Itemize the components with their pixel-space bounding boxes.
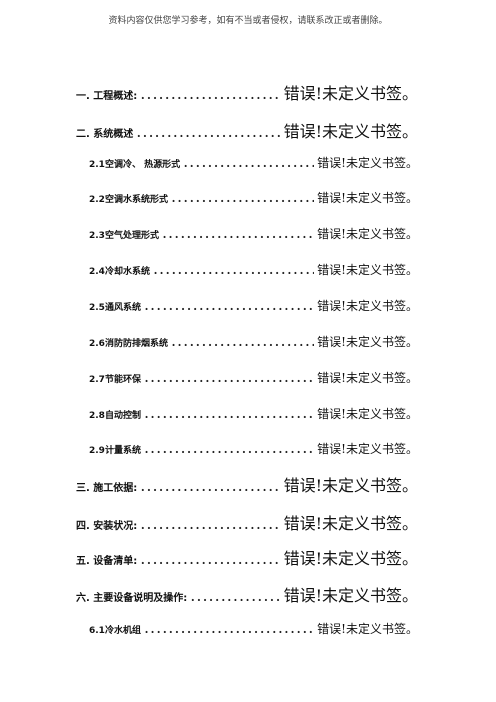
toc-leader-dots [144,438,314,457]
toc-entry-label: 2.5通风系统 [89,303,141,313]
toc-entry-label: 2.1空调冷、 热源形式 [89,160,181,170]
toc-entry-label: 六. 主要设备说明及操作: [76,593,188,604]
toc-leader-dots [171,187,314,206]
toc-entry-engineering-overview[interactable]: 一. 工程概述: 错误!未定义书签。 [76,80,418,104]
toc-entry-2-1[interactable]: 2.1空调冷、 热源形式 错误!未定义书签。 [89,152,418,171]
toc-leader-dots [183,152,314,171]
toc-entry-system-overview[interactable]: 二. 系统概述 错误!未定义书签。 [76,118,418,142]
toc-leader-dots [144,295,314,314]
toc-leader-dots [136,122,280,141]
toc-entry-ref: 错误!未定义书签。 [317,407,418,421]
toc-entry-ref: 错误!未定义书签。 [317,622,418,636]
toc-entry-ref: 错误!未定义书签。 [317,263,418,277]
toc-entry-label: 6.1冷水机组 [89,626,141,636]
toc-entry-label: 2.4冷却水系统 [89,267,150,277]
page-header-notice: 资料内容仅供您学习参考，如有不当或者侵权，请联系改正或者删除。 [108,16,388,26]
toc-leader-dots [144,367,314,386]
toc-entry-label: 2.9计量系统 [89,446,141,456]
toc-entry-2-3[interactable]: 2.3空气处理形式 错误!未定义书签。 [89,223,418,242]
toc-entry-ref: 错误!未定义书签。 [317,299,418,313]
toc-entry-ref: 错误!未定义书签。 [283,84,418,103]
toc-entry-ref: 错误!未定义书签。 [283,514,418,533]
toc-entry-2-5[interactable]: 2.5通风系统 错误!未定义书签。 [89,295,418,314]
toc-entry-label: 2.3空气处理形式 [89,231,159,241]
toc-entry-equipment-list[interactable]: 五. 设备清单: 错误!未定义书签。 [76,545,418,569]
toc-leader-dots [140,84,280,103]
toc-entry-2-4[interactable]: 2.4冷却水系统 错误!未定义书签。 [89,259,418,278]
toc-leader-dots [140,549,280,568]
toc-leader-dots [171,331,314,350]
toc-entry-label: 二. 系统概述 [76,129,134,140]
toc-entry-ref: 错误!未定义书签。 [283,476,418,495]
toc-entry-ref: 错误!未定义书签。 [283,586,418,605]
toc-entry-label: 三. 施工依据: [76,483,138,494]
toc-entry-2-9[interactable]: 2.9计量系统 错误!未定义书签。 [89,438,418,457]
toc-entry-ref: 错误!未定义书签。 [317,191,418,205]
toc-entry-label: 2.7节能环保 [89,375,141,385]
toc-entry-6-1[interactable]: 6.1冷水机组 错误!未定义书签。 [89,618,418,637]
toc-entry-ref: 错误!未定义书签。 [283,549,418,568]
toc-entry-label: 2.8自动控制 [89,411,141,421]
toc-entry-construction-basis[interactable]: 三. 施工依据: 错误!未定义书签。 [76,472,418,496]
toc-entry-installation-status[interactable]: 四. 安装状况: 错误!未定义书签。 [76,510,418,534]
toc-leader-dots [190,586,280,605]
toc-entry-2-6[interactable]: 2.6消防防排烟系统 错误!未定义书签。 [89,331,418,350]
toc-leader-dots [153,259,314,278]
toc-entry-label: 2.2空调水系统形式 [89,195,168,205]
toc-entry-ref: 错误!未定义书签。 [317,335,418,349]
toc-leader-dots [144,618,314,637]
toc-leader-dots [140,514,280,533]
toc-entry-2-7[interactable]: 2.7节能环保 错误!未定义书签。 [89,367,418,386]
toc-leader-dots [144,403,314,422]
toc-entry-label: 五. 设备清单: [76,556,138,567]
toc-leader-dots [162,223,314,242]
toc-entry-main-equipment[interactable]: 六. 主要设备说明及操作: 错误!未定义书签。 [76,582,418,606]
toc-entry-ref: 错误!未定义书签。 [283,122,418,141]
toc-entry-label: 四. 安装状况: [76,521,138,532]
toc-entry-label: 一. 工程概述: [76,91,138,102]
toc-entry-label: 2.6消防防排烟系统 [89,339,168,349]
toc-entry-ref: 错误!未定义书签。 [317,227,418,241]
toc-leader-dots [140,476,280,495]
toc-entry-2-8[interactable]: 2.8自动控制 错误!未定义书签。 [89,403,418,422]
toc-entry-ref: 错误!未定义书签。 [317,371,418,385]
toc-entry-ref: 错误!未定义书签。 [317,156,418,170]
toc-entry-ref: 错误!未定义书签。 [317,442,418,456]
toc-entry-2-2[interactable]: 2.2空调水系统形式 错误!未定义书签。 [89,187,418,206]
